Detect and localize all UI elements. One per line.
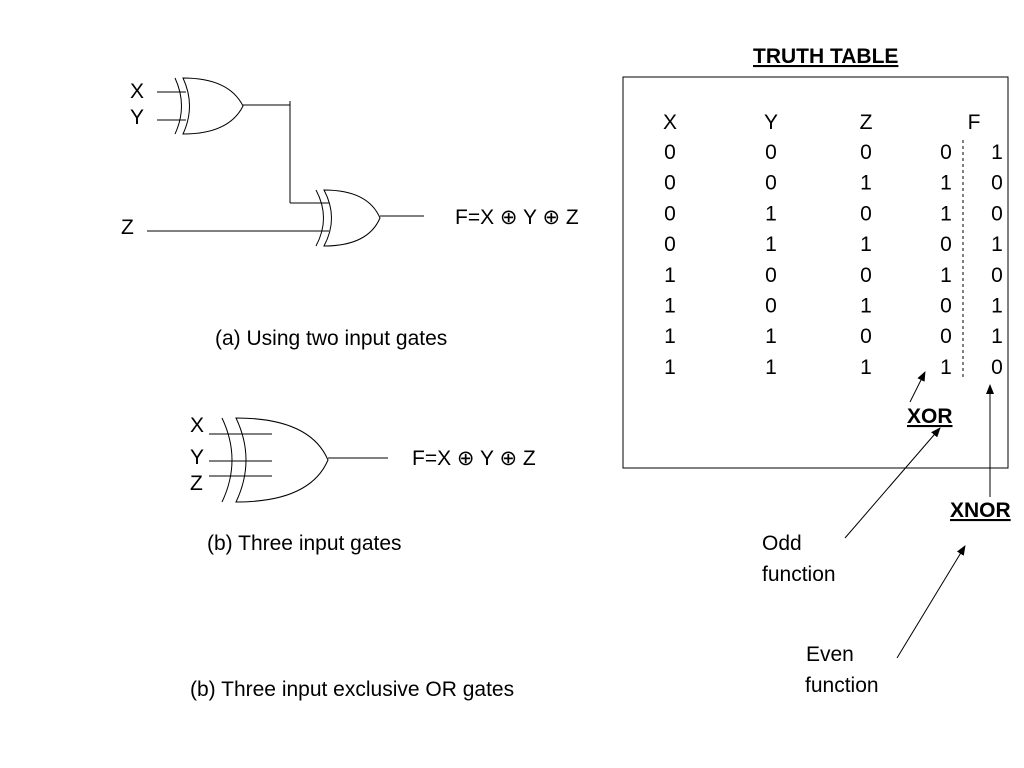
cell-y: 0 [765, 172, 777, 195]
truth-table-header: X Y Z F [663, 111, 980, 134]
xnor-label: XNOR [950, 499, 1011, 522]
cell-x: 0 [664, 172, 676, 195]
table-row: 0 0 1 1 0 [664, 172, 1003, 195]
cell-x: 1 [664, 356, 676, 379]
even-function-label-line1: Even [806, 643, 854, 666]
table-row: 1 0 1 0 1 [664, 295, 1003, 318]
truth-table-rows: 0 0 0 0 1 0 0 1 1 0 0 1 0 1 0 0 1 1 0 1 1 0 0 1 0 1 0 1 0 1 1 1 0 0 1 1 1 1 1 0 [664, 141, 1003, 379]
cell-y: 1 [765, 202, 777, 225]
cell-xnor: 0 [991, 356, 1003, 379]
xor-gate-2 [315, 189, 381, 247]
cell-y: 1 [765, 325, 777, 348]
cell-xnor: 0 [991, 202, 1003, 225]
truth-table-title: TRUTH TABLE [753, 45, 898, 68]
cell-xnor: 0 [991, 264, 1003, 287]
table-row: 0 1 1 0 1 [664, 233, 1003, 256]
cell-xor: 1 [940, 202, 952, 225]
header-z: Z [860, 111, 873, 134]
cell-y: 1 [765, 233, 777, 256]
circuit-a: X Y Z F=X ⊕ Y ⊕ Z (a) Using two input ga… [121, 77, 579, 350]
even-function-label-line2: function [805, 674, 879, 697]
cell-xor: 0 [940, 233, 952, 256]
xor-gate-1 [174, 77, 244, 135]
odd-function-label-line2: function [762, 563, 836, 586]
input-z-label: Z [121, 216, 134, 239]
cell-xnor: 1 [991, 141, 1003, 164]
table-row: 1 0 0 1 0 [664, 264, 1003, 287]
table-row: 1 1 1 1 0 [664, 356, 1003, 379]
figure-caption: (b) Three input exclusive OR gates [190, 678, 514, 701]
cell-z: 1 [860, 356, 872, 379]
arrow-even-to-xnor [896, 545, 966, 659]
cell-y: 0 [765, 295, 777, 318]
odd-function-label-line1: Odd [762, 532, 802, 555]
cell-xor: 1 [940, 356, 952, 379]
cell-x: 1 [664, 264, 676, 287]
cell-x: 0 [664, 141, 676, 164]
cell-z: 0 [860, 141, 872, 164]
cell-z: 1 [860, 172, 872, 195]
cell-y: 1 [765, 356, 777, 379]
input-x-label: X [130, 80, 144, 103]
arrow-odd-to-xor [844, 427, 941, 539]
input-x-label-b: X [190, 414, 204, 437]
cell-y: 0 [765, 264, 777, 287]
output-equation-a: F=X ⊕ Y ⊕ Z [455, 206, 579, 229]
input-y-label: Y [130, 106, 144, 129]
truth-table-frame [622, 76, 1009, 469]
cell-x: 0 [664, 233, 676, 256]
header-y: Y [764, 111, 778, 134]
cell-xor: 1 [940, 264, 952, 287]
xor-gate-3input [221, 417, 329, 503]
cell-z: 0 [860, 264, 872, 287]
cell-z: 0 [860, 202, 872, 225]
caption-a: (a) Using two input gates [215, 327, 447, 350]
cell-y: 0 [765, 141, 777, 164]
table-row: 1 1 0 0 1 [664, 325, 1003, 348]
cell-xnor: 1 [991, 233, 1003, 256]
circuit-b: X Y Z F=X ⊕ Y ⊕ Z (b) Three input gates [190, 414, 536, 555]
header-x: X [663, 111, 677, 134]
cell-xor: 0 [940, 295, 952, 318]
input-y-label-b: Y [190, 446, 204, 469]
cell-xnor: 0 [991, 172, 1003, 195]
xor-label: XOR [907, 405, 953, 428]
caption-b: (b) Three input gates [207, 532, 402, 555]
cell-x: 1 [664, 295, 676, 318]
cell-xnor: 1 [991, 325, 1003, 348]
annotations: XOR XNOR Odd function Even function [762, 371, 1011, 697]
cell-x: 0 [664, 202, 676, 225]
cell-xor: 1 [940, 172, 952, 195]
cell-x: 1 [664, 325, 676, 348]
output-equation-b: F=X ⊕ Y ⊕ Z [412, 447, 536, 470]
cell-z: 0 [860, 325, 872, 348]
cell-xor: 0 [940, 325, 952, 348]
table-row: 0 1 0 1 0 [664, 202, 1003, 225]
cell-xnor: 1 [991, 295, 1003, 318]
cell-z: 1 [860, 295, 872, 318]
arrow-xor-to-column [909, 371, 926, 403]
table-row: 0 0 0 0 1 [664, 141, 1003, 164]
header-f: F [968, 111, 981, 134]
cell-xor: 0 [940, 141, 952, 164]
cell-z: 1 [860, 233, 872, 256]
input-z-label-b: Z [190, 472, 203, 495]
